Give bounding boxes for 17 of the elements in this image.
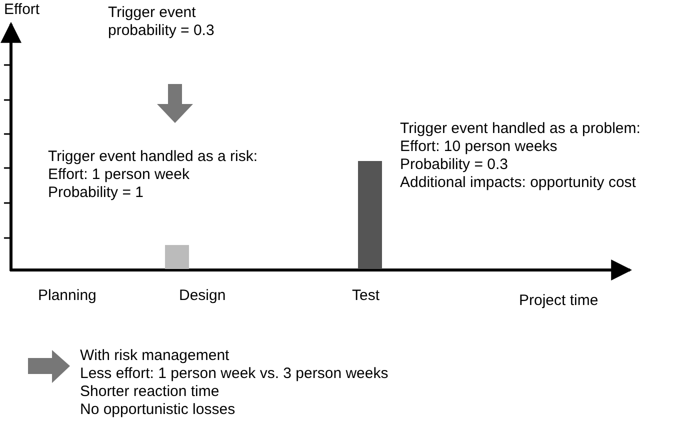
note-text: Probability = 1 bbox=[48, 184, 144, 202]
note-text: No opportunistic losses bbox=[80, 401, 236, 419]
note-text: Trigger event probability = 0.3 bbox=[108, 4, 216, 40]
note-text: Effort: 1 person week bbox=[48, 166, 190, 184]
note-text: Trigger event handled as a risk: bbox=[48, 148, 258, 166]
axis-label: Project time bbox=[519, 292, 598, 310]
phase-label: Test bbox=[352, 287, 380, 305]
note-text: Less effort: 1 person week vs. 3 person weeks bbox=[80, 365, 388, 383]
note-text: Trigger event handled as a problem: bbox=[400, 120, 640, 138]
note-text: Effort: 10 person weeks bbox=[400, 138, 558, 156]
note-text: Probability = 0.3 bbox=[400, 156, 508, 174]
note-text: Additional impacts: opportunity cost bbox=[400, 174, 636, 192]
phase-label: Design bbox=[179, 287, 226, 305]
note-text: Shorter reaction time bbox=[80, 383, 220, 401]
note-text: With risk management bbox=[80, 347, 230, 365]
phase-label: Planning bbox=[38, 287, 96, 305]
axis-label: Effort bbox=[4, 1, 40, 19]
